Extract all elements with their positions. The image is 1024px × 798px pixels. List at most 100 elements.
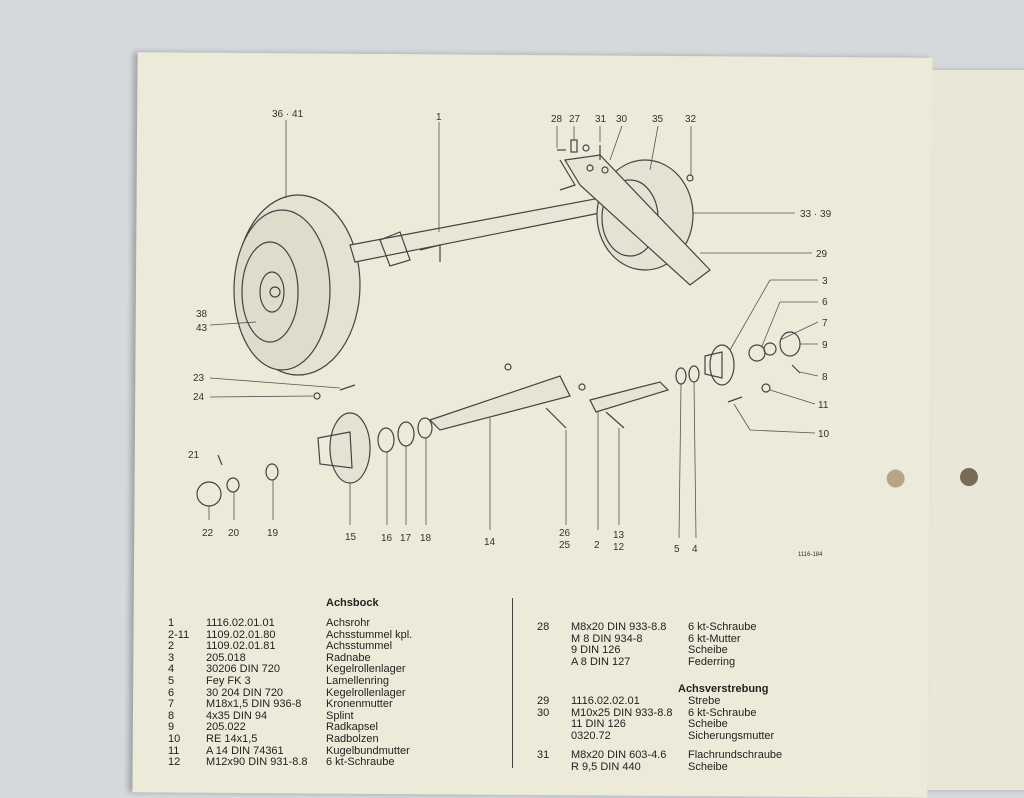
parts-pos: 11 — [168, 744, 180, 757]
parts-pos: 4 — [168, 663, 175, 676]
callout-6: 6 — [822, 297, 828, 308]
parts-num: 1116.02.01.01 — [206, 617, 275, 629]
parts-num: Fey FK 3 — [206, 675, 251, 687]
callout-28: 28 — [551, 114, 563, 125]
parts-num: 4x35 DIN 94 — [206, 709, 268, 722]
callout-31: 31 — [595, 114, 607, 125]
stub-axle — [428, 363, 700, 431]
parts-name: Splint — [326, 709, 354, 722]
parts-name: Kugelbundmutter — [326, 744, 410, 757]
callout-5: 5 — [674, 544, 680, 555]
parts-name: 6 kt-Schraube — [688, 621, 757, 633]
callout-11: 11 — [818, 400, 829, 411]
callout-22: 22 — [202, 528, 214, 539]
parts-name: Radkapsel — [326, 721, 378, 734]
callout-23: 23 — [193, 373, 205, 384]
parts-pos: 28 — [537, 621, 550, 633]
callout-2: 2 — [594, 540, 600, 551]
parts-num: R 9,5 DIN 440 — [571, 761, 641, 773]
callout-25: 25 — [559, 540, 571, 551]
callout-35: 35 — [652, 114, 664, 125]
left-hub — [196, 384, 433, 507]
parts-num: 1109.02.01.81 — [206, 640, 276, 653]
callout-3: 3 — [822, 276, 828, 287]
parts-name: 6 kt-Schraube — [326, 756, 395, 769]
parts-pos: 9 — [168, 721, 175, 734]
parts-pos: 2 — [168, 640, 175, 653]
section-heading-achsbock: Achsbock — [326, 597, 379, 609]
callout-7: 7 — [822, 318, 828, 329]
callout-19: 19 — [267, 528, 279, 539]
parts-name: Radbolzen — [326, 733, 379, 745]
parts-num: M10x25 DIN 933-8.8 — [571, 706, 673, 719]
parts-pos: 8 — [168, 709, 175, 722]
parts-num: A 8 DIN 127 — [571, 655, 631, 668]
parts-name: Scheibe — [688, 644, 728, 657]
parts-pos: 1 — [168, 617, 175, 629]
parts-pos: 3 — [168, 651, 175, 664]
hub — [704, 331, 801, 403]
parts-name: Scheibe — [688, 718, 728, 731]
callout-12: 12 — [613, 542, 625, 553]
parts-num: 1116.02.02.01 — [571, 695, 640, 707]
strut — [559, 154, 711, 286]
parts-name: Achsstummel — [326, 640, 393, 653]
parts-pos: 6 — [168, 686, 175, 699]
drawing-code: 1116-184 — [798, 552, 823, 558]
callout-38: 38 — [196, 309, 208, 320]
callout-26: 26 — [559, 528, 571, 539]
parts-num: 205.022 — [206, 721, 246, 734]
punch-hole — [960, 468, 978, 486]
parts-name: 6 kt-Mutter — [688, 632, 741, 645]
callout-15: 15 — [345, 532, 357, 543]
parts-name: Kronenmutter — [326, 698, 393, 711]
parts-num: 30206 DIN 720 — [206, 663, 280, 676]
callout-1: 1 — [436, 112, 442, 123]
callout-24: 24 — [193, 392, 205, 403]
parts-pos: 31 — [537, 749, 550, 762]
parts-name: Sicherungsmutter — [688, 729, 775, 742]
parts-name: Lamellenring — [326, 675, 389, 687]
parts-num: 9 DIN 126 — [571, 644, 621, 657]
parts-name: Radnabe — [326, 651, 371, 664]
parts-num: 1109.02.01.80 — [206, 628, 276, 641]
parts-num: 205.018 — [206, 651, 246, 664]
parts-num: M 8 DIN 934-8 — [571, 632, 643, 645]
callout-27: 27 — [569, 114, 581, 125]
callout-14: 14 — [484, 537, 496, 548]
parts-num: 30 204 DIN 720 — [206, 686, 284, 699]
parts-name: Flachrundschraube — [688, 749, 783, 762]
callout-4: 4 — [692, 544, 698, 555]
parts-name: Scheibe — [688, 761, 728, 773]
callout-30: 30 — [616, 114, 628, 125]
facing-page — [924, 70, 1024, 790]
callout-21: 21 — [188, 450, 200, 461]
parts-name: 6 kt-Schraube — [688, 706, 757, 719]
parts-name: Federring — [688, 655, 736, 668]
section-heading-achsverstrebung: Achsverstrebung — [678, 683, 769, 695]
parts-pos: 7 — [168, 698, 175, 711]
parts-num: M8x20 DIN 603-4.6 — [571, 749, 667, 762]
callout-20: 20 — [228, 528, 240, 539]
parts-name: Kegelrollenlager — [326, 663, 406, 676]
callout-16: 16 — [381, 533, 393, 544]
callout-17: 17 — [400, 533, 412, 544]
parts-num: RE 14x1,5 — [206, 733, 258, 745]
parts-name: Achsrohr — [326, 617, 371, 629]
parts-num: 11 DIN 126 — [571, 718, 626, 731]
parts-pos: 12 — [168, 756, 181, 769]
parts-num: 0320.72 — [571, 729, 611, 742]
callout-33-39: 33 · 39 — [800, 209, 832, 220]
parts-pos: 30 — [537, 706, 550, 719]
callout-9: 9 — [822, 340, 828, 351]
callout-36-41: 36 · 41 — [272, 109, 304, 120]
callout-18: 18 — [420, 533, 432, 544]
callout-32: 32 — [685, 114, 697, 125]
callout-43: 43 — [196, 323, 208, 334]
parts-pos: 29 — [537, 695, 550, 707]
parts-num: M8x20 DIN 933-8.8 — [571, 621, 667, 633]
parts-name: Achsstummel kpl. — [326, 628, 413, 641]
parts-name: Strebe — [688, 695, 721, 707]
parts-pos: 5 — [168, 675, 175, 687]
